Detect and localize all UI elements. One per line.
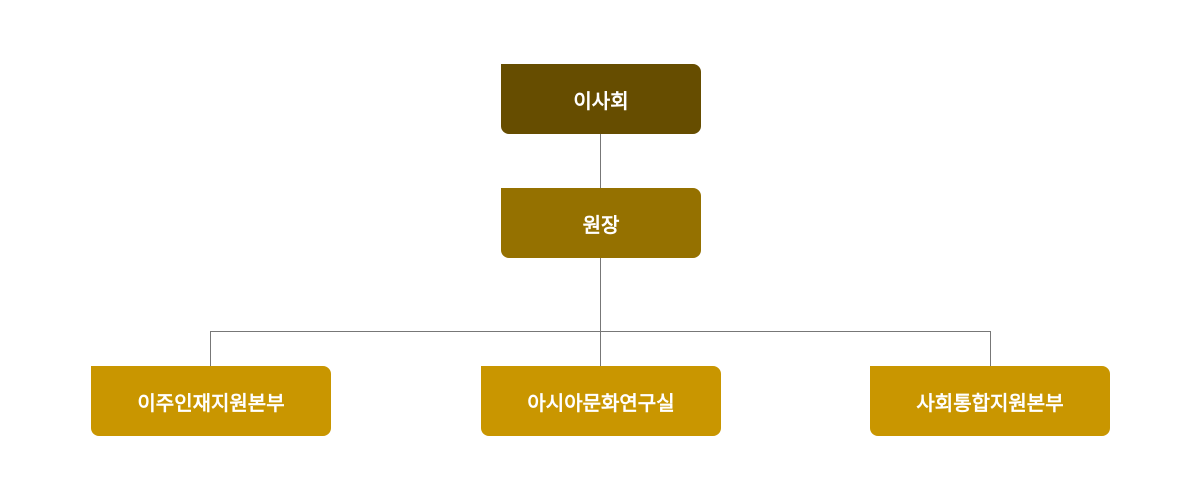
director-label: 원장: [582, 212, 620, 237]
division-box-migrant-talent: 이주인재지원본부: [91, 366, 331, 436]
connector-director-divisions: [600, 258, 601, 366]
division-label-social-integration: 사회통합지원본부: [916, 390, 1064, 415]
division-box-asia-culture: 아시아문화연구실: [481, 366, 721, 436]
board-label: 이사회: [573, 88, 629, 113]
connector-left-division: [210, 331, 211, 366]
board-box: 이사회: [501, 64, 701, 134]
connector-divisions-horizontal: [210, 331, 991, 332]
connector-board-director: [600, 134, 601, 188]
division-label-migrant-talent: 이주인재지원본부: [137, 390, 285, 415]
division-label-asia-culture: 아시아문화연구실: [527, 390, 675, 415]
director-box: 원장: [501, 188, 701, 258]
connector-right-division: [990, 331, 991, 366]
division-box-social-integration: 사회통합지원본부: [870, 366, 1110, 436]
